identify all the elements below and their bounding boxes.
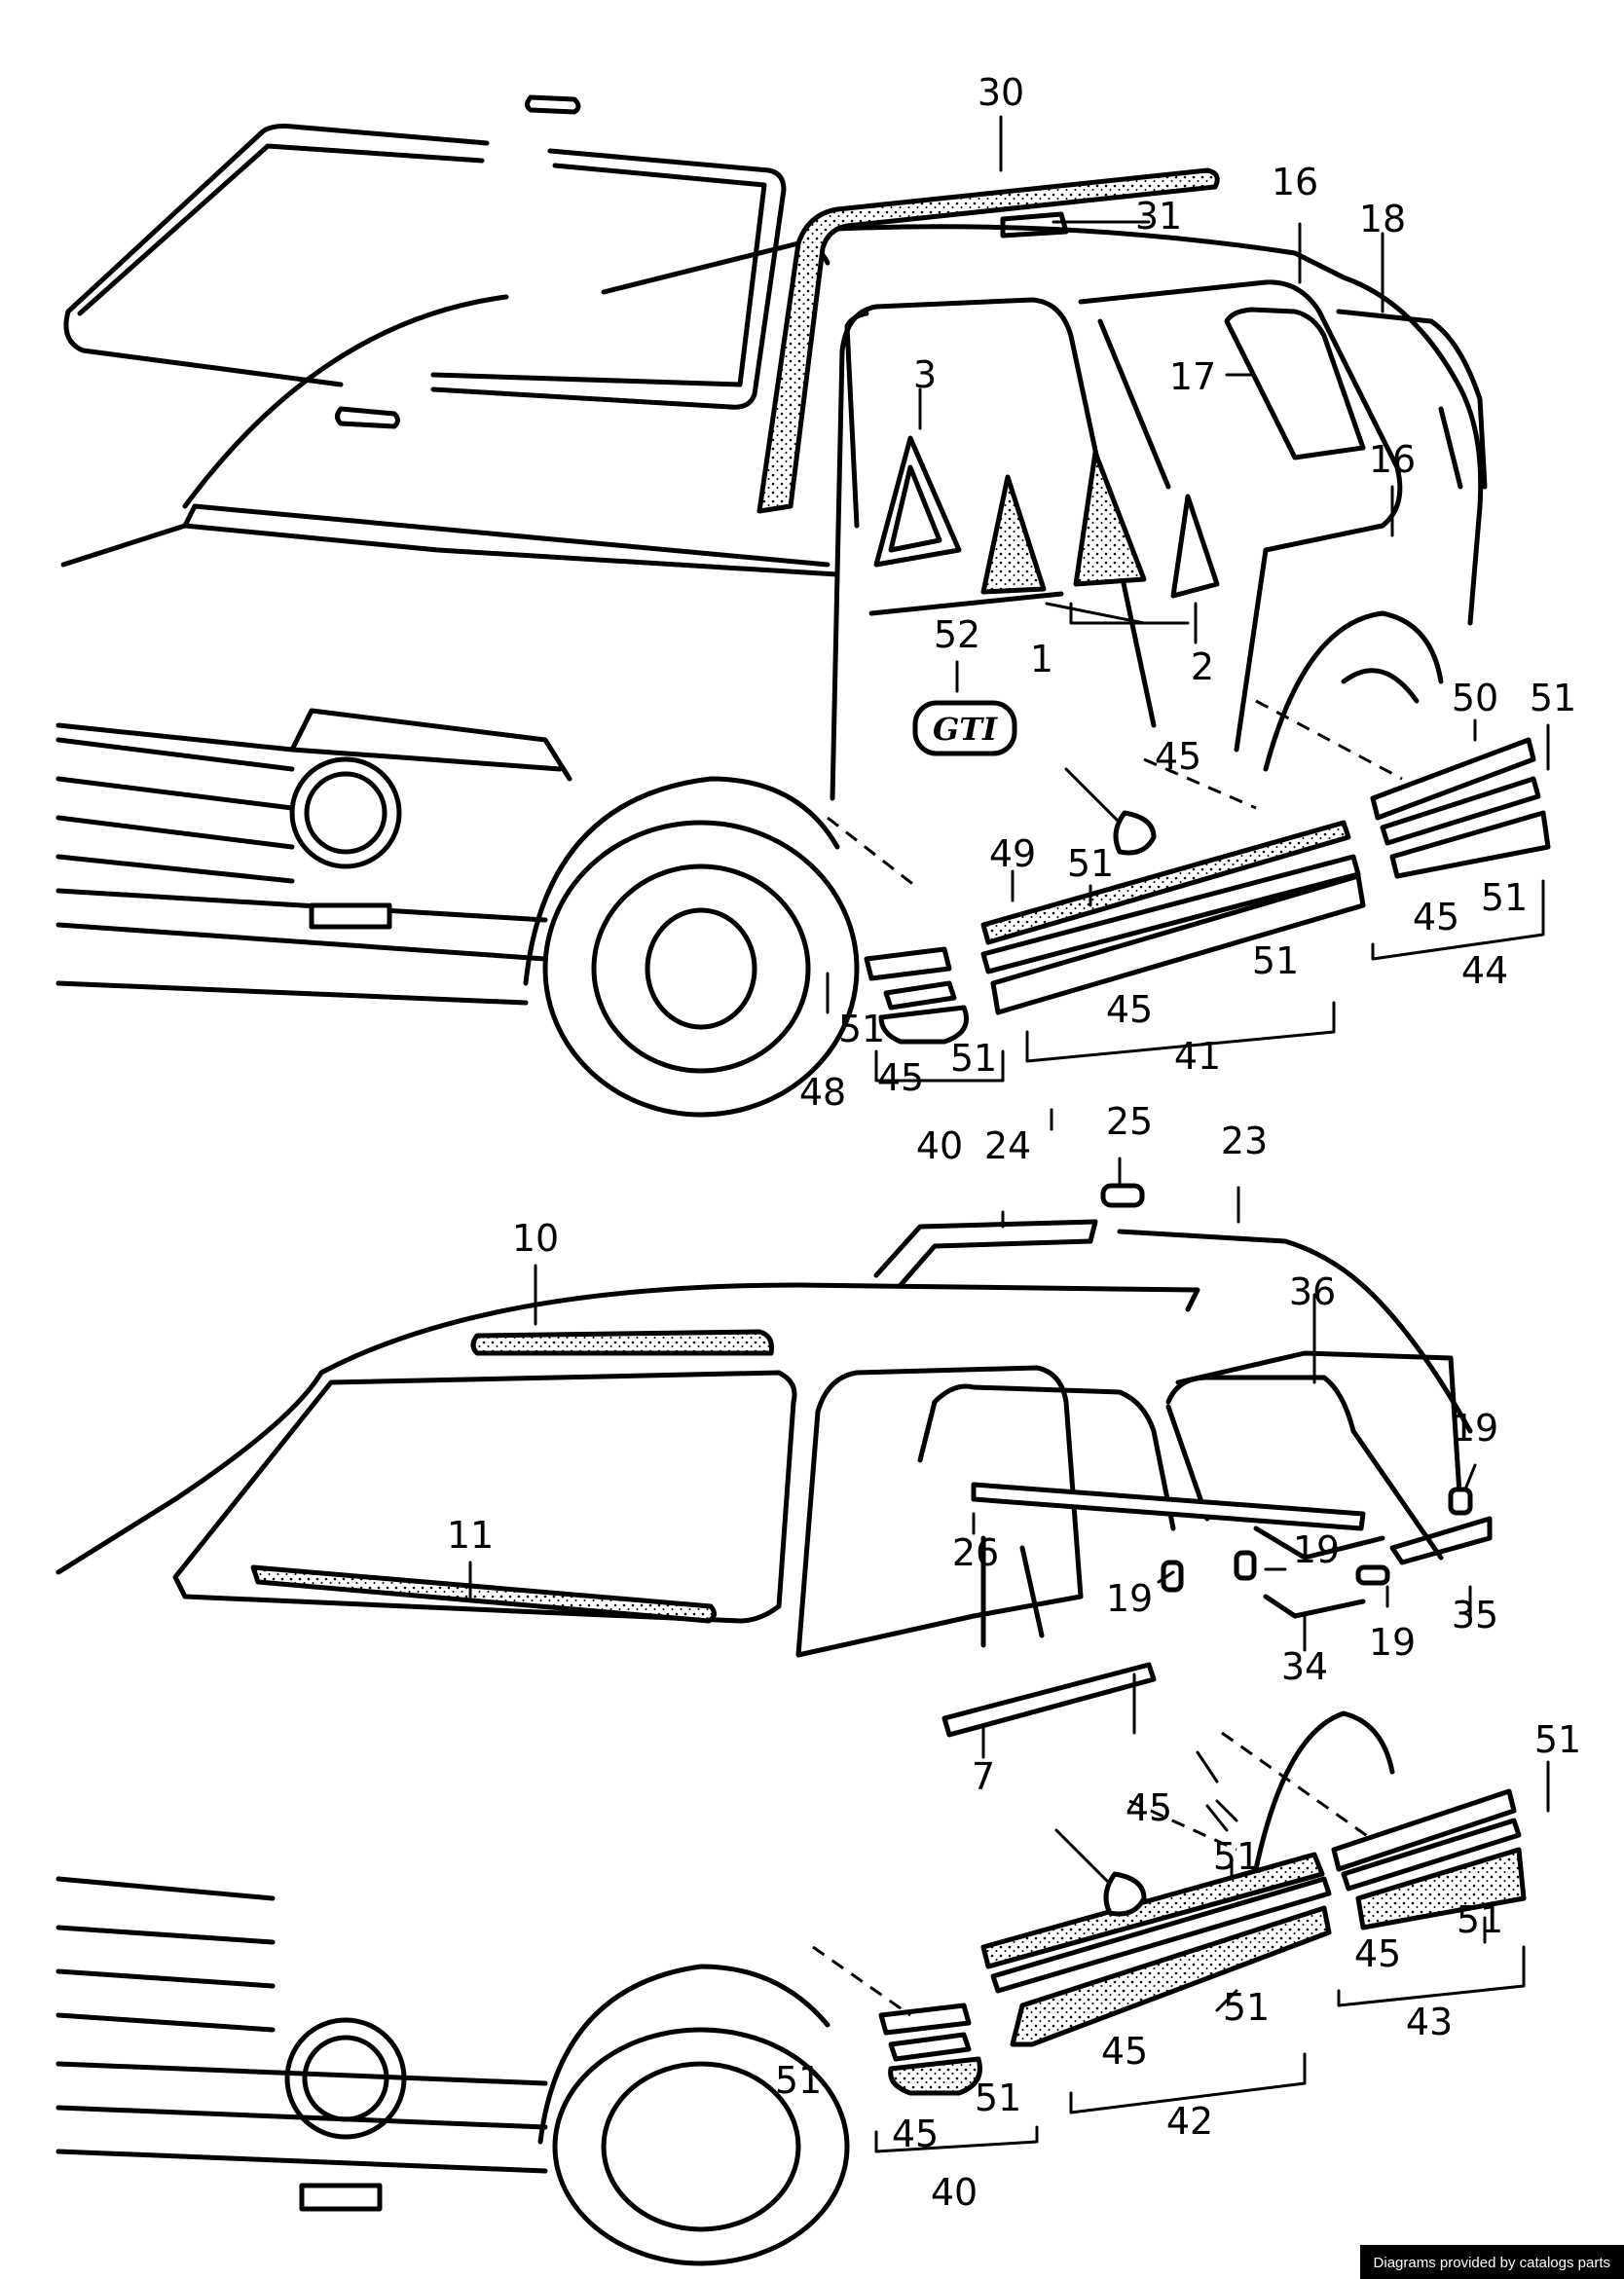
callout-51-top-right-lower: 51 — [1481, 876, 1528, 919]
callout-43: 43 — [1406, 2001, 1453, 2043]
callout-45-bottom-sill: 45 — [1101, 2030, 1148, 2073]
top-car-drawing: GTI — [55, 94, 1551, 1118]
gti-badge-text: GTI — [933, 711, 998, 748]
callout-11: 11 — [447, 1514, 494, 1557]
callout-51-top-right: 51 — [1530, 677, 1576, 719]
callout-7: 7 — [972, 1755, 995, 1798]
callout-19-mid: 19 — [1293, 1528, 1340, 1571]
callout-51-bottom-left: 51 — [775, 2059, 822, 2102]
callout-41: 41 — [1174, 1035, 1221, 1078]
sunroof-seal — [470, 1329, 774, 1356]
callout-16-right: 16 — [1369, 438, 1416, 481]
callout-23: 23 — [1221, 1120, 1268, 1162]
callout-52: 52 — [934, 613, 980, 656]
callout-51-bottom-front: 51 — [975, 2077, 1021, 2119]
callout-49: 49 — [989, 832, 1036, 875]
callout-40-top: 40 — [916, 1124, 963, 1167]
windscreen-strip — [250, 1564, 717, 1624]
callout-42: 42 — [1166, 2100, 1213, 2143]
callout-51-top-left: 51 — [838, 1008, 885, 1050]
roof-rail-seal — [757, 167, 1220, 514]
callout-45-bottom-right: 45 — [1354, 1932, 1401, 1975]
callout-44: 44 — [1461, 949, 1508, 992]
callout-labels: 30 31 16 18 17 3 16 1 2 52 45 50 51 49 5… — [447, 71, 1581, 2214]
callout-45-top-sill: 45 — [1106, 988, 1153, 1031]
callout-35: 35 — [1452, 1594, 1498, 1636]
callout-17: 17 — [1169, 355, 1216, 398]
callout-51-bottom-mid: 51 — [1213, 1835, 1260, 1878]
callout-19-right: 19 — [1452, 1407, 1498, 1450]
gti-badge — [912, 700, 1017, 756]
callout-51-top-mid: 51 — [1067, 842, 1114, 885]
top-rear-door — [1078, 279, 1403, 753]
callout-40-bottom: 40 — [931, 2171, 978, 2214]
callout-30: 30 — [978, 71, 1024, 114]
callout-34: 34 — [1281, 1645, 1328, 1688]
callout-26: 26 — [952, 1531, 999, 1574]
callout-45-top-front: 45 — [877, 1056, 924, 1099]
callout-leaders — [468, 115, 1550, 2012]
callout-50: 50 — [1452, 677, 1498, 719]
callout-18: 18 — [1359, 198, 1406, 240]
callout-51-top-sill: 51 — [1252, 939, 1299, 982]
callout-51-top-front: 51 — [950, 1037, 997, 1080]
windscreen-seal — [63, 124, 787, 410]
callout-2: 2 — [1191, 645, 1214, 688]
callout-45-bottom-clip: 45 — [1126, 1786, 1172, 1829]
belt-strip-7 — [941, 1662, 1157, 1738]
callout-24: 24 — [984, 1124, 1031, 1167]
callout-16-top: 16 — [1272, 161, 1318, 203]
callout-51-bottom-right-lower: 51 — [1457, 1898, 1503, 1941]
top-hood — [55, 503, 840, 782]
callout-1: 1 — [1030, 638, 1053, 680]
callout-10: 10 — [512, 1217, 559, 1260]
bottom-windscreen — [172, 1370, 797, 1624]
diagram-credit: Diagrams provided by catalogs parts — [1359, 2245, 1624, 2279]
callout-3: 3 — [913, 353, 937, 396]
callout-45-top-clip: 45 — [1155, 735, 1201, 778]
callout-36: 36 — [1289, 1270, 1336, 1313]
callout-45-bottom-front: 45 — [892, 2113, 939, 2155]
bottom-car-drawing — [55, 1183, 1527, 2266]
callout-25: 25 — [1106, 1100, 1153, 1143]
callout-51-bottom-right: 51 — [1534, 1718, 1581, 1761]
callout-51-bottom-sill: 51 — [1223, 1986, 1270, 2029]
belt-strip-26 — [971, 1482, 1366, 1531]
callout-19-bottom: 19 — [1369, 1621, 1416, 1664]
callout-19-left: 19 — [1106, 1577, 1153, 1620]
callout-31: 31 — [1135, 195, 1182, 238]
callout-45-top-right: 45 — [1413, 896, 1459, 938]
callout-48: 48 — [799, 1071, 846, 1114]
